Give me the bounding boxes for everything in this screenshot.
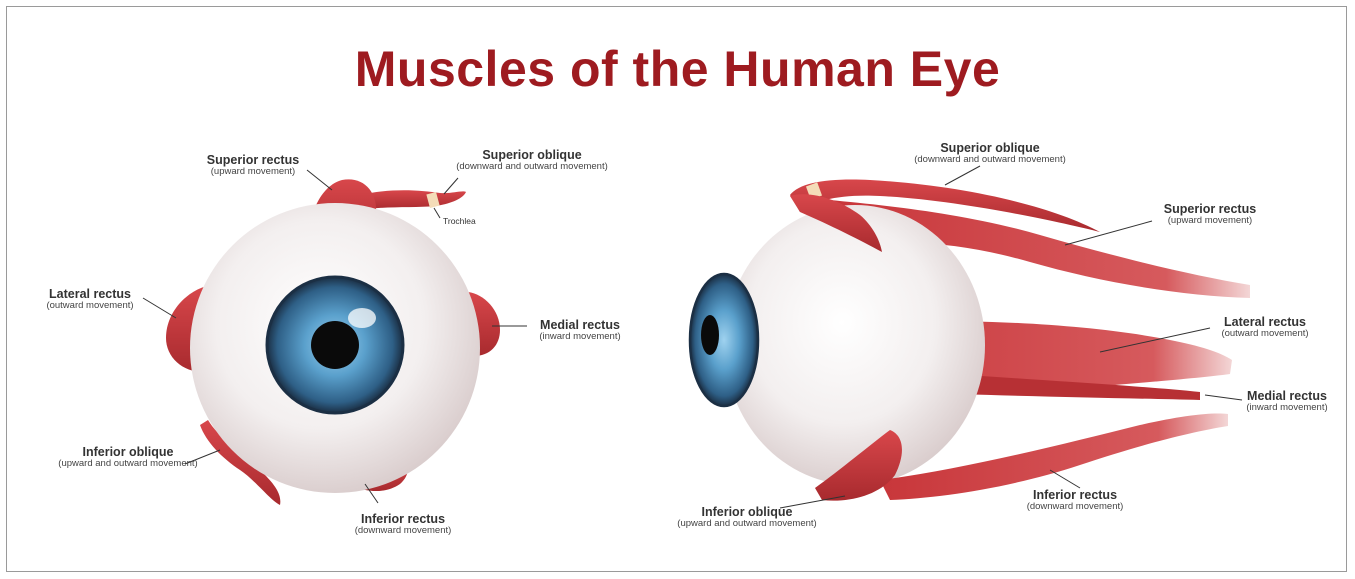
label-desc: (upward movement)	[188, 167, 318, 178]
label-side-inferior-oblique: Inferior oblique (upward and outward mov…	[652, 505, 842, 530]
label-side-superior-rectus: Superior rectus (upward movement)	[1145, 202, 1275, 227]
label-name: Medial rectus	[1232, 389, 1342, 403]
side-eyeball	[725, 205, 985, 485]
label-name: Superior rectus	[1145, 202, 1275, 216]
label-front-inferior-oblique: Inferior oblique (upward and outward mov…	[38, 445, 218, 470]
label-name: Medial rectus	[520, 318, 640, 332]
label-desc: (upward movement)	[1145, 216, 1275, 227]
side-iris	[690, 274, 758, 406]
label-name: Superior oblique	[432, 148, 632, 162]
label-name: Inferior rectus	[338, 512, 468, 526]
label-name: Lateral rectus	[20, 287, 160, 301]
label-desc: (inward movement)	[520, 332, 640, 343]
label-desc: (upward and outward movement)	[652, 519, 842, 530]
label-name: Inferior rectus	[1010, 488, 1140, 502]
label-side-medial-rectus: Medial rectus (inward movement)	[1232, 389, 1342, 414]
label-front-medial-rectus: Medial rectus (inward movement)	[520, 318, 640, 343]
label-front-inferior-rectus: Inferior rectus (downward movement)	[338, 512, 468, 537]
label-desc: (outward movement)	[1200, 329, 1330, 340]
front-pupil	[311, 321, 359, 369]
front-iris-highlight	[348, 308, 376, 328]
label-name: Superior oblique	[890, 141, 1090, 155]
label-trochlea: Trochlea	[443, 216, 476, 226]
label-desc: (upward and outward movement)	[38, 459, 218, 470]
label-front-lateral-rectus: Lateral rectus (outward movement)	[20, 287, 160, 312]
label-name: Inferior oblique	[38, 445, 218, 459]
label-side-inferior-rectus: Inferior rectus (downward movement)	[1010, 488, 1140, 513]
label-desc: (downward movement)	[338, 526, 468, 537]
label-desc: (downward movement)	[1010, 502, 1140, 513]
label-desc: (outward movement)	[20, 301, 160, 312]
label-name: Lateral rectus	[1200, 315, 1330, 329]
label-front-superior-rectus: Superior rectus (upward movement)	[188, 153, 318, 178]
label-front-superior-oblique: Superior oblique (downward and outward m…	[432, 148, 632, 173]
label-name: Inferior oblique	[652, 505, 842, 519]
label-name: Superior rectus	[188, 153, 318, 167]
label-desc: (downward and outward movement)	[432, 162, 632, 173]
label-side-lateral-rectus: Lateral rectus (outward movement)	[1200, 315, 1330, 340]
side-pupil	[701, 315, 719, 355]
label-desc: (inward movement)	[1232, 403, 1342, 414]
label-side-superior-oblique: Superior oblique (downward and outward m…	[890, 141, 1090, 166]
label-desc: (downward and outward movement)	[890, 155, 1090, 166]
